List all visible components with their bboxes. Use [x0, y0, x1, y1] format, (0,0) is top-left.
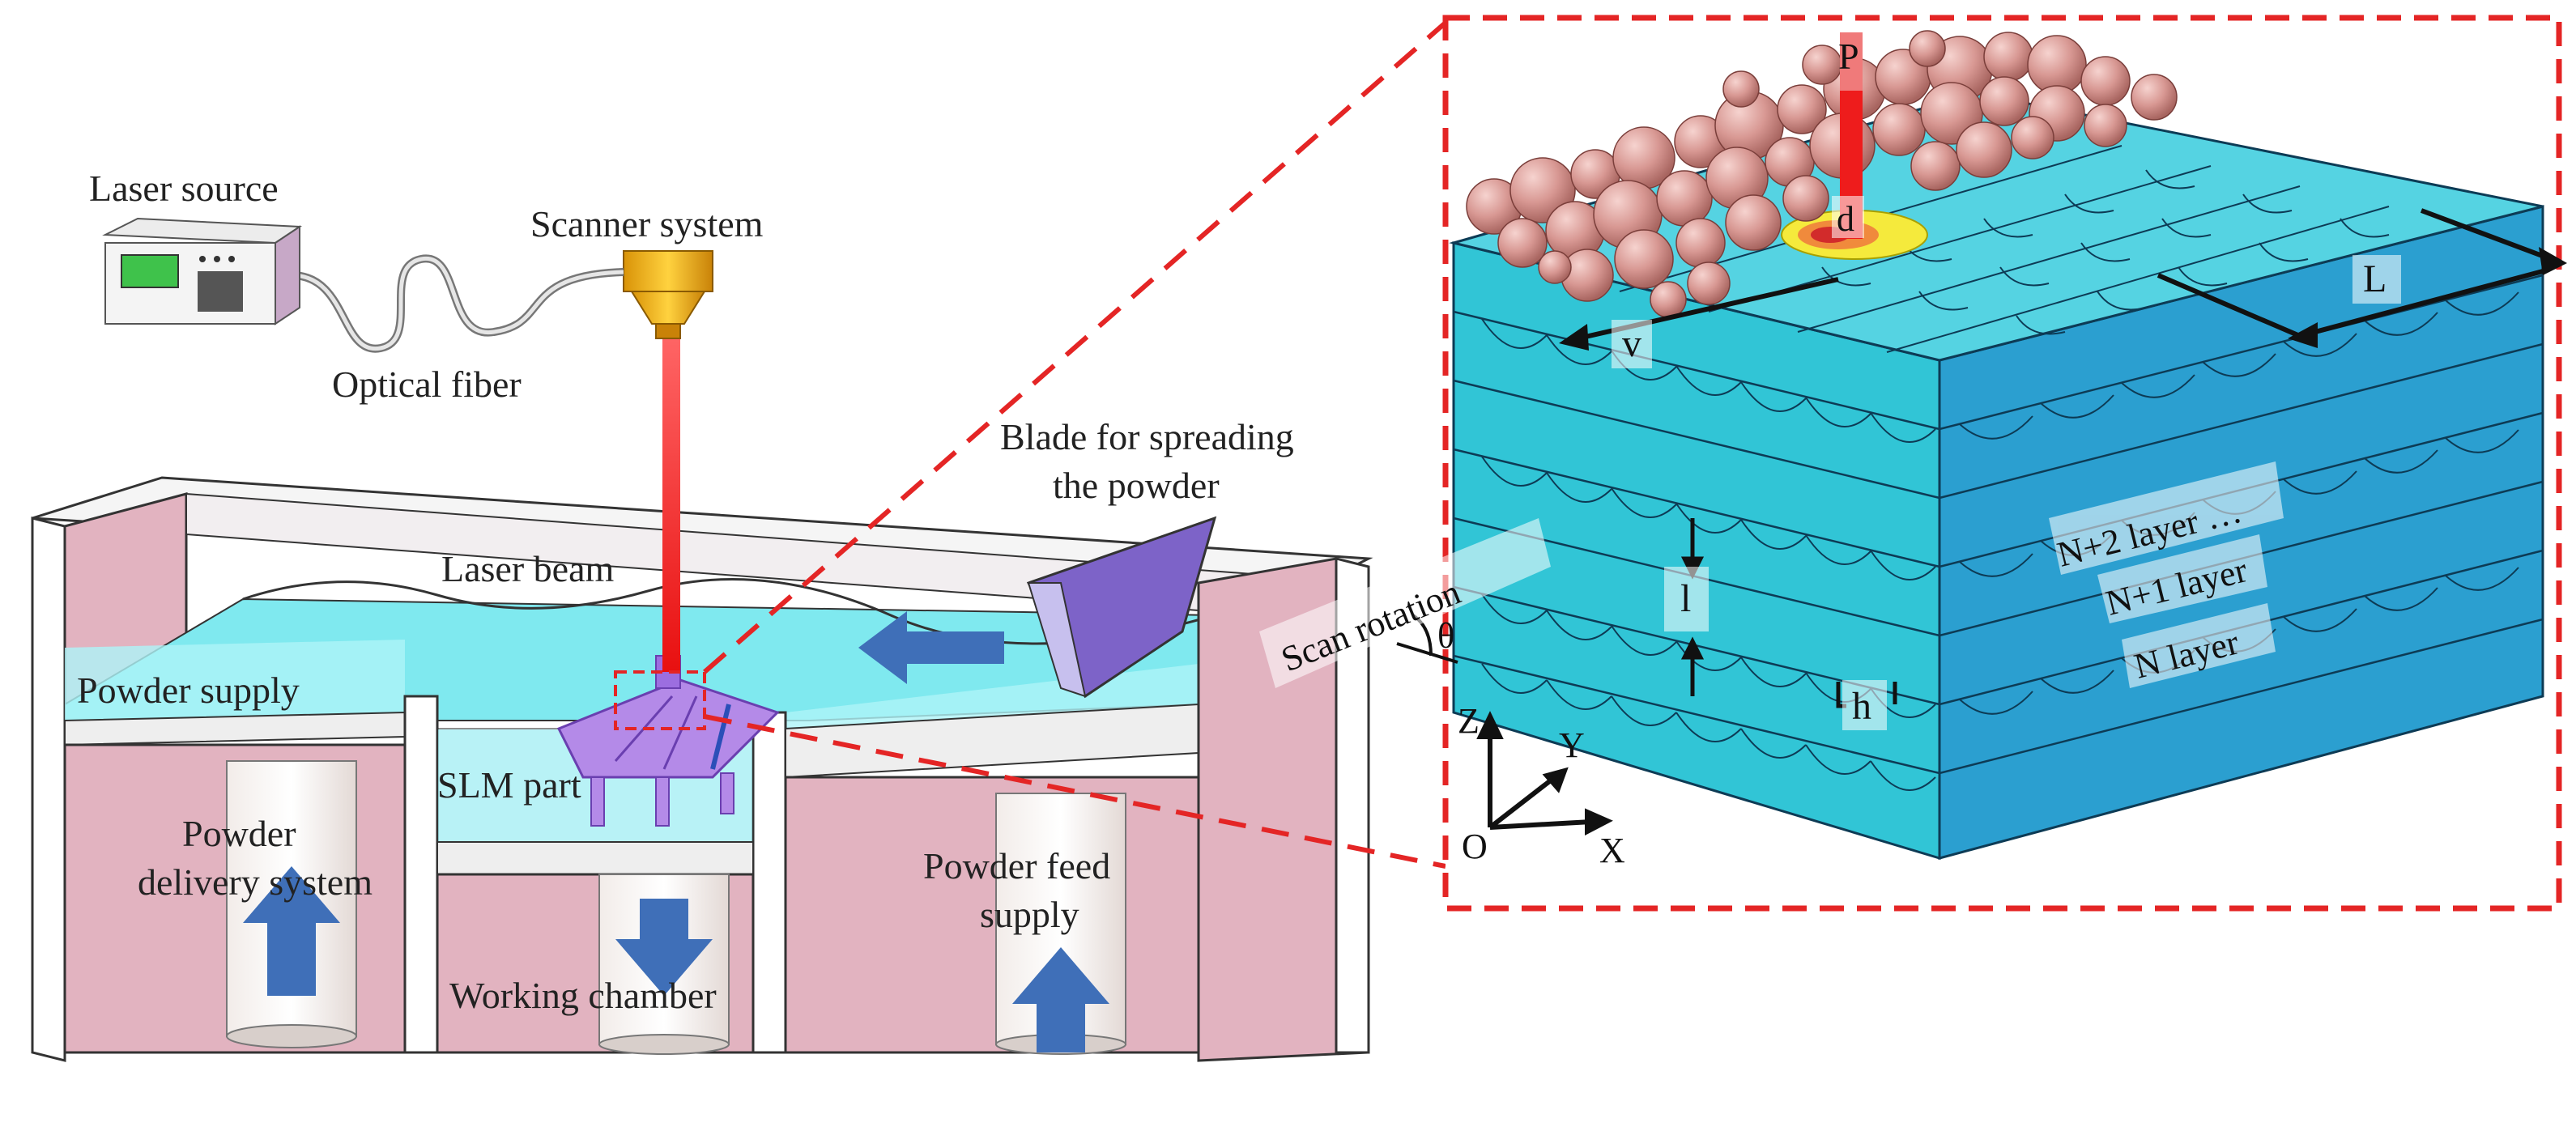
coordinate-axes: [1476, 711, 1613, 835]
label-laser-source: Laser source: [89, 168, 279, 209]
label-axis-z: Z: [1458, 701, 1480, 741]
label-d: d: [1837, 199, 1854, 239]
label-l: l: [1680, 577, 1691, 620]
laser-source: [102, 217, 303, 325]
label-theta: θ: [1437, 616, 1454, 656]
label-blade-line1: Blade for spreading: [1000, 416, 1294, 457]
label-axis-x: X: [1599, 831, 1625, 870]
inset-detail: P d v L l h θ Scan rotation N+2 layer … …: [1259, 15, 2567, 912]
powder-particles: [1466, 30, 2178, 318]
laser-beam: [662, 332, 680, 672]
label-optical-fiber: Optical fiber: [332, 364, 522, 405]
label-L: L: [2363, 257, 2387, 300]
label-powder-supply: Powder supply: [77, 670, 300, 711]
front-scallops: [1481, 318, 1936, 791]
slm-machine: Laser source Scanner system Optical fibe…: [31, 168, 1373, 1062]
label-powder-feed-line2: supply: [980, 894, 1079, 935]
recoater-blade: [1026, 516, 1217, 699]
feed-up-arrow: [1012, 947, 1109, 1052]
zoom-line-bottom: [704, 714, 1446, 869]
working-down-arrow: [615, 899, 713, 996]
right-chamber: [784, 776, 1200, 1054]
label-blade-line2: the powder: [1053, 465, 1220, 506]
zoom-line-top: [703, 20, 1447, 674]
label-powder-feed-line1: Powder feed: [923, 845, 1110, 887]
label-slm-part: SLM part: [437, 764, 581, 806]
label-v: v: [1622, 322, 1641, 365]
label-axis-o: O: [1462, 827, 1488, 866]
label-working-chamber: Working chamber: [449, 975, 717, 1016]
label-powder-delivery-line1: Powder: [182, 813, 296, 854]
delivery-up-arrow: [243, 866, 340, 996]
scanner-system: [623, 250, 713, 339]
label-laser-beam: Laser beam: [441, 548, 614, 589]
label-axis-y: Y: [1559, 725, 1585, 765]
label-backdrops: [1259, 196, 2401, 730]
label-powder-delivery-line2: delivery system: [138, 861, 373, 903]
label-scanner-system: Scanner system: [530, 203, 764, 244]
label-p: P: [1838, 36, 1859, 77]
hatch-length-arrow: [2157, 208, 2567, 348]
zoom-region-box: [614, 670, 706, 730]
label-h: h: [1852, 685, 1871, 728]
blade-direction-arrow: [858, 611, 1004, 684]
left-end-wall: [31, 517, 66, 1062]
